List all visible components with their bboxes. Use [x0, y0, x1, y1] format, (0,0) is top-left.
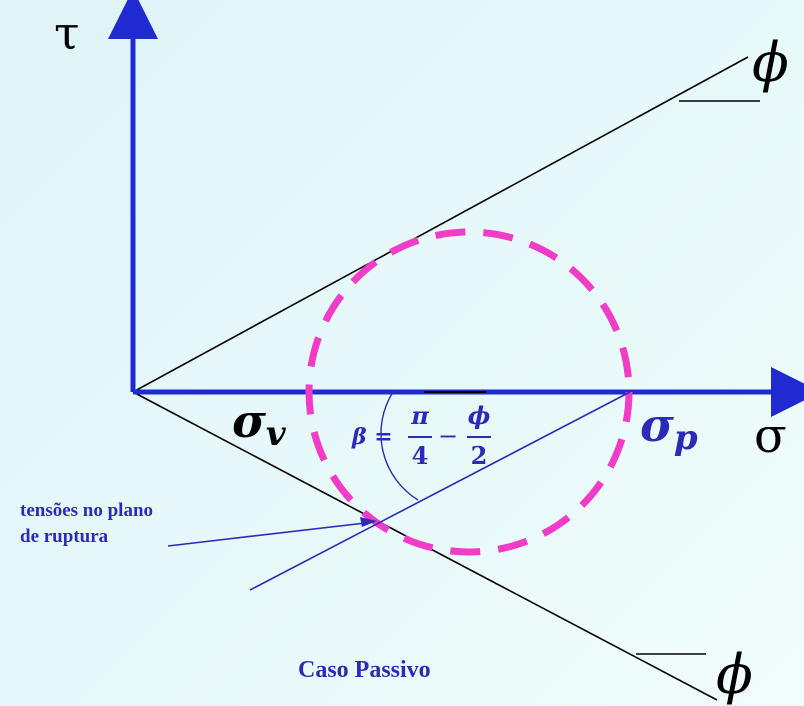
failure-plane-line — [249, 391, 631, 591]
annotation-pointer — [167, 521, 375, 547]
sigma-v-symbol: σ — [232, 394, 266, 448]
sigma-p-subscript: p — [673, 418, 698, 458]
minus-sign: − — [438, 422, 459, 450]
annotation-line-2: de ruptura — [20, 526, 109, 547]
phi-label-bottom: ϕ — [716, 643, 753, 706]
beta-equation-label: β = — [352, 424, 393, 450]
sigma-v-subscript: v — [265, 414, 286, 454]
failure-envelope-upper — [132, 56, 749, 393]
annotation-line-1: tensões no plano — [20, 500, 154, 521]
fraction-four: 4 — [411, 441, 429, 470]
failure-plane-stress-annotation: tensões no plano de ruptura — [20, 498, 153, 550]
sigma-p-label: σp — [640, 402, 698, 455]
case-title: Caso Passivo — [298, 657, 431, 683]
fraction-pi: π — [411, 401, 429, 430]
fraction-two: 2 — [470, 441, 488, 470]
sigma-p-symbol: σ — [640, 398, 674, 452]
beta-angle-arc — [380, 391, 419, 501]
sigma-axis-label: σ — [754, 408, 787, 464]
fraction-phi: ϕ — [467, 401, 491, 430]
phi-label-top: ϕ — [752, 31, 789, 94]
sigma-v-label: σv — [232, 398, 286, 451]
tau-axis-label: τ — [54, 6, 80, 60]
annotation-arrowhead — [360, 517, 377, 527]
